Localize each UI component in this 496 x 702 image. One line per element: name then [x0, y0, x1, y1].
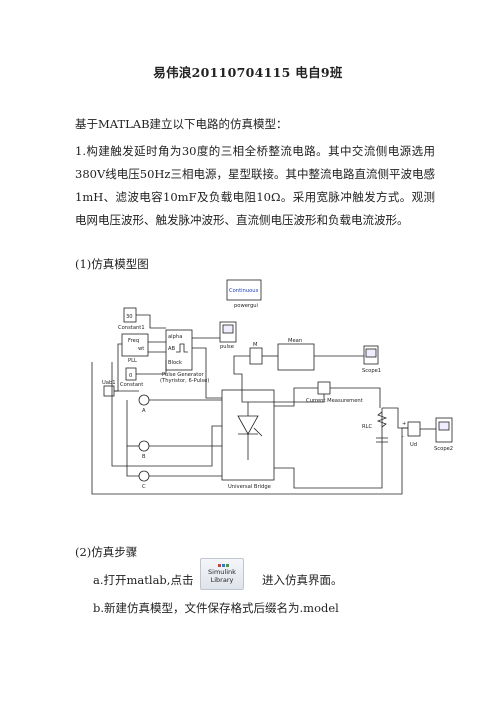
- step-b-text: b.新建仿真模型，文件保存格式后缀名为.model: [93, 601, 339, 615]
- constant1-value: 30: [126, 314, 133, 320]
- simulink-library-button[interactable]: Simulink Library: [200, 558, 244, 590]
- source-a-label: A: [142, 408, 146, 414]
- constant1-label: Constant1: [118, 325, 145, 331]
- simulink-model-diagram: Continuous powergui 30 Constant1 Freq wt…: [91, 279, 453, 495]
- source-b-label: B: [142, 454, 146, 460]
- freq-label: Freq: [128, 338, 139, 344]
- mean-label: Mean: [288, 338, 302, 344]
- pll-label: PLL: [128, 358, 137, 364]
- continuous-label: Continuous: [229, 288, 259, 294]
- simulink-library-icon: [217, 561, 229, 568]
- intro-text: 基于MATLAB建立以下电路的仿真模型：: [75, 117, 288, 131]
- uab1-label: Uab1: [102, 380, 116, 386]
- constant-label: Constant: [120, 382, 143, 388]
- source-c-label: C: [142, 484, 146, 490]
- alpha-label: alpha: [168, 334, 182, 340]
- step-a-prefix: a.打开matlab,点击: [93, 573, 194, 587]
- m-label: M: [253, 342, 257, 348]
- task-text: 1.构建触发延时角为30度的三相全桥整流电路。其中交流侧电源选用380V线电压5…: [75, 144, 435, 227]
- pulse-gen-label-1: Pulse Generator: [162, 372, 205, 378]
- block-label: Block: [168, 360, 182, 366]
- ud-plus-label: +: [402, 421, 406, 427]
- ud-label: Ud: [410, 442, 417, 448]
- ab-label: AB: [168, 346, 176, 352]
- page-title: 易伟浪20110704115 电自9班: [153, 65, 343, 80]
- step-a-suffix: 进入仿真界面。: [262, 573, 343, 587]
- ud-minus-label: -: [402, 434, 404, 440]
- scope2-label: Scope2: [434, 446, 453, 452]
- constant-value: 0: [129, 373, 132, 379]
- simulink-library-line1: Simulink: [208, 568, 236, 576]
- rlc-label: RLC: [362, 424, 372, 430]
- wt-label: wt: [138, 346, 144, 352]
- bridge-label: Universal Bridge: [228, 484, 271, 490]
- pulse-gen-label-2: (Thyristor, 6-Pulse): [160, 378, 209, 384]
- powergui-label: powergui: [234, 303, 258, 309]
- scope1-label: Scope1: [362, 368, 381, 374]
- section-model-heading: (1)仿真模型图: [75, 257, 149, 271]
- pulse-label: pulse: [220, 344, 234, 350]
- section-steps-heading: (2)仿真步骤: [75, 545, 138, 559]
- current-measurement-label: Current Measurement: [306, 398, 363, 404]
- simulink-library-line2: Library: [210, 576, 234, 584]
